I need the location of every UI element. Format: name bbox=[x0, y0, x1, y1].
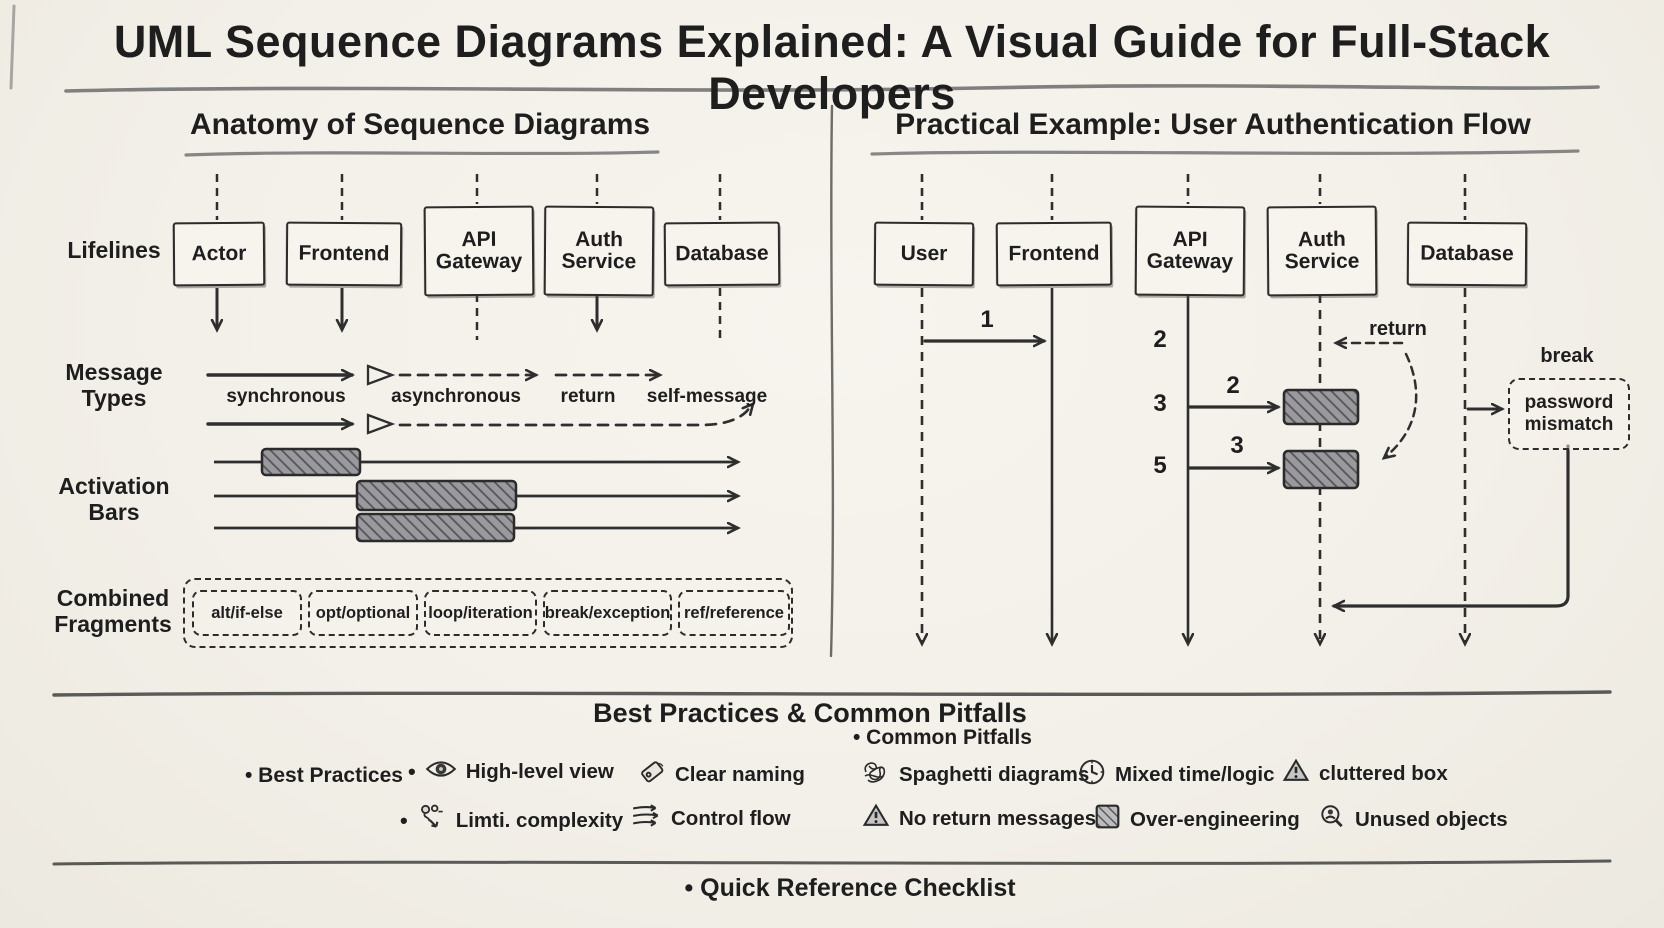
warning-icon bbox=[862, 803, 890, 834]
return-message-label: return bbox=[1369, 318, 1427, 340]
item-label: Spaghetti diagrams bbox=[899, 763, 1090, 786]
item-label: Control flow bbox=[671, 807, 791, 830]
lifeline-box-auth-service: Auth Service bbox=[543, 205, 655, 297]
example-lifeline-box-auth-service: Auth Service bbox=[1266, 205, 1378, 297]
best-practice-item-clear-naming: Clear naming bbox=[638, 758, 805, 792]
call-label-3: 3 bbox=[1230, 432, 1244, 459]
item-label: High-level view bbox=[465, 760, 614, 783]
break-fragment-label: break bbox=[1540, 345, 1594, 367]
practices-heading: Best Practices & Common Pitfalls bbox=[593, 698, 1027, 728]
item-label: Unused objects bbox=[1355, 808, 1508, 831]
message-number-1: 1 bbox=[980, 306, 994, 333]
message-type-asynchronous: asynchronous bbox=[391, 386, 521, 407]
pitfall-item-spaghetti-diagrams: Spaghetti diagrams bbox=[860, 758, 1089, 792]
message-type-synchronous: synchronous bbox=[226, 386, 346, 407]
example-lifeline-box-api-gateway: API Gateway bbox=[1134, 205, 1246, 297]
item-label: No return messages bbox=[899, 806, 1097, 830]
fragment-break: break/exception bbox=[543, 590, 672, 636]
shapes-icon bbox=[417, 803, 447, 839]
pitfall-item-mixed-time-logic: Mixed time/logic bbox=[1078, 758, 1274, 792]
tag-icon bbox=[638, 758, 666, 792]
lifeline-box-database: Database bbox=[663, 221, 781, 287]
lifeline-box-frontend: Frontend bbox=[285, 221, 403, 287]
pitfall-item-no-return-messages: No return messages bbox=[862, 803, 1096, 834]
fragment-alt: alt/if-else bbox=[192, 590, 302, 636]
fragment-loop: loop/iteration bbox=[424, 590, 537, 636]
pitfall-item-cluttered-box: cluttered box bbox=[1282, 758, 1448, 789]
message-type-self-message: self-message bbox=[646, 386, 768, 407]
activation-bars-row-label: Activation Bars bbox=[58, 473, 170, 525]
item-label: Over-engineering bbox=[1130, 807, 1300, 831]
hatched-box-icon bbox=[1094, 803, 1121, 836]
fragment-opt: opt/optional bbox=[308, 590, 418, 636]
common-pitfalls-group-label: • Common Pitfalls bbox=[853, 726, 1032, 749]
best-practice-item-high-level-view: • High-level view bbox=[408, 758, 614, 786]
pitfall-item-unused-objects: Unused objects bbox=[1318, 803, 1508, 837]
item-label: Mixed time/logic bbox=[1115, 763, 1275, 786]
scribble-icon bbox=[860, 758, 890, 792]
control-flow-icon bbox=[630, 803, 662, 835]
lifeline-box-actor: Actor bbox=[172, 221, 266, 287]
lifeline-box-api-gateway: API Gateway bbox=[423, 205, 535, 297]
pitfall-item-over-engineering: Over-engineering bbox=[1094, 803, 1300, 836]
sequence-number-2: 2 bbox=[1153, 326, 1167, 353]
person-magnifier-icon bbox=[1318, 803, 1346, 837]
anatomy-activation-bars bbox=[214, 447, 738, 543]
warning-icon bbox=[1282, 758, 1310, 789]
quick-reference-checklist: • Quick Reference Checklist bbox=[684, 874, 1016, 902]
item-label: Limti. complexity bbox=[455, 809, 624, 832]
clock-icon bbox=[1078, 758, 1106, 792]
fragments-outer-box bbox=[183, 578, 793, 648]
best-practice-item-limit-complexity: • Limti. complexity bbox=[400, 803, 623, 839]
example-lifeline-box-database: Database bbox=[1406, 221, 1528, 287]
example-lifeline-box-user: User bbox=[873, 221, 975, 287]
best-practice-item-control-flow: Control flow bbox=[630, 803, 791, 835]
call-label-2: 2 bbox=[1226, 372, 1240, 399]
sequence-number-3: 3 bbox=[1153, 390, 1167, 417]
lifelines-row-label: Lifelines bbox=[67, 237, 161, 263]
combined-fragments-row-label: Combined Fragments bbox=[54, 585, 172, 637]
bullet: • bbox=[408, 759, 416, 784]
anatomy-heading: Anatomy of Sequence Diagrams bbox=[189, 108, 651, 141]
break-condition-box: password mismatch bbox=[1508, 378, 1630, 450]
best-practices-group-label: • Best Practices bbox=[245, 764, 403, 787]
message-types-row-label: Message Types bbox=[65, 359, 163, 411]
example-heading: Practical Example: User Authentication F… bbox=[895, 108, 1531, 141]
sequence-number-5: 5 bbox=[1153, 452, 1167, 479]
fragment-ref: ref/reference bbox=[678, 590, 790, 636]
example-lifeline-box-frontend: Frontend bbox=[995, 221, 1113, 287]
item-label: Clear naming bbox=[675, 763, 805, 786]
item-label: cluttered box bbox=[1319, 761, 1448, 785]
bullet: • bbox=[400, 808, 408, 833]
message-type-return: return bbox=[560, 386, 616, 407]
eye-icon bbox=[425, 758, 457, 786]
page-title: UML Sequence Diagrams Explained: A Visua… bbox=[113, 16, 1551, 119]
